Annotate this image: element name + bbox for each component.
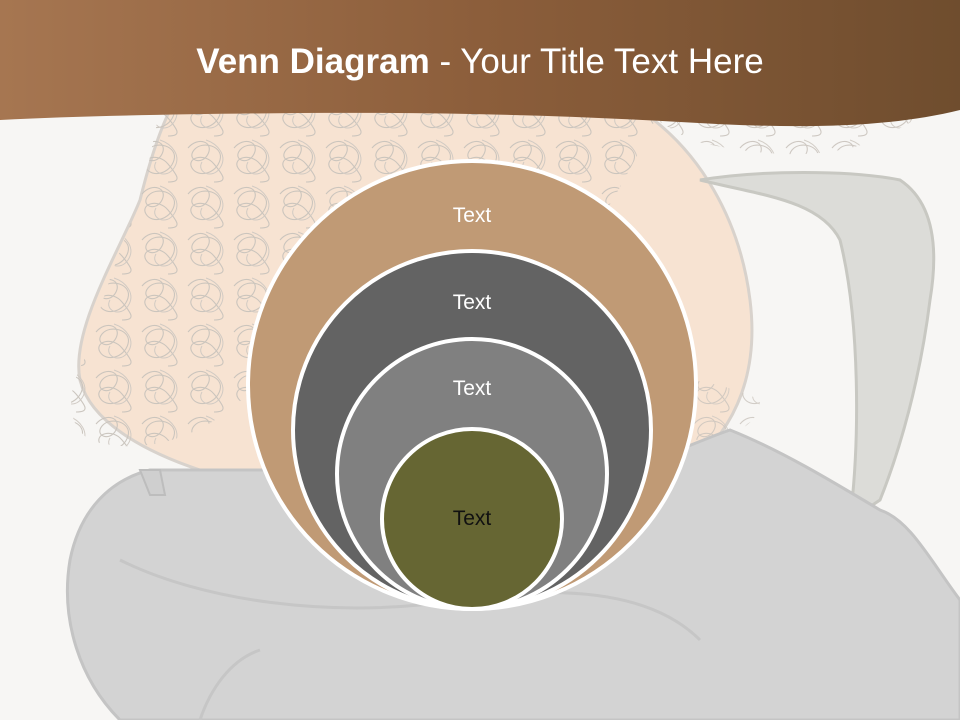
venn-label-inner: Text [452, 507, 492, 530]
venn-label-second: Text [452, 291, 492, 314]
title-bold-part: Venn Diagram [196, 42, 430, 81]
venn-circle-inner [380, 427, 564, 611]
title-banner [0, 0, 960, 127]
page-title: Venn Diagram - Your Title Text Here [0, 38, 960, 86]
title-rest-part: - Your Title Text Here [429, 42, 764, 81]
venn-label-outer: Text [452, 204, 492, 227]
venn-label-third: Text [452, 377, 492, 400]
